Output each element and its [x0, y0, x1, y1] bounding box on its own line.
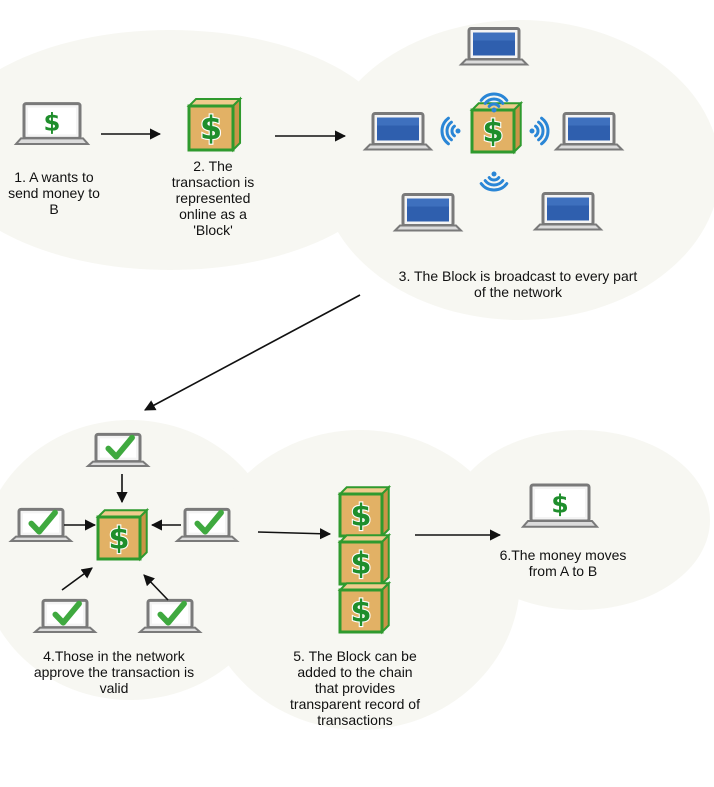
network-laptop-icon: [392, 193, 464, 232]
network-laptop-icon: [532, 192, 604, 231]
broadcast-block-icon: $: [469, 100, 524, 155]
dollar-sign-icon: $: [482, 115, 503, 150]
approver-laptop-icon: [85, 432, 151, 468]
dollar-sign-icon: $: [551, 490, 569, 519]
chain-block-icon: $: [337, 580, 392, 635]
step-1-label: 1. A wants to send money to B: [8, 169, 100, 217]
arrow-icon: [61, 567, 93, 591]
dollar-sign-icon: $: [350, 499, 371, 534]
checkmark-icon: [157, 600, 187, 626]
validated-block-icon: $: [95, 507, 150, 562]
dollar-sign-icon: $: [350, 547, 371, 582]
arrow-icon: [143, 574, 169, 601]
wifi-signal-icon: [440, 116, 461, 146]
chain-block-icon: $: [337, 532, 392, 587]
receiver-laptop-icon: $: [520, 483, 600, 528]
approver-laptop-icon: [32, 598, 98, 634]
network-laptop-icon: [458, 27, 530, 66]
dollar-sign-icon: $: [44, 108, 61, 137]
wifi-signal-icon: [479, 92, 509, 113]
checkmark-icon: [194, 509, 224, 535]
blockchain-icon: $ $ $: [337, 484, 392, 635]
step-2-label: 2. The transaction is represented online…: [171, 158, 255, 238]
step-4-label: 4.Those in the network approve the trans…: [33, 648, 195, 696]
approver-laptop-icon: [174, 507, 240, 543]
step-5-label: 5. The Block can be added to the chain t…: [290, 648, 420, 728]
background-blob: [320, 20, 714, 320]
dollar-sign-icon: $: [108, 522, 129, 557]
chain-block-icon: $: [337, 484, 392, 539]
step-3-label: 3. The Block is broadcast to every part …: [398, 268, 638, 300]
network-laptop-icon: [553, 112, 625, 151]
network-laptop-icon: [362, 112, 434, 151]
transaction-block-icon: $: [186, 96, 243, 153]
wifi-signal-icon: [479, 171, 509, 192]
checkmark-icon: [52, 600, 82, 626]
arrow-icon: [144, 294, 361, 411]
approver-laptop-icon: [8, 507, 74, 543]
checkmark-icon: [105, 434, 135, 460]
sender-laptop-icon: $: [13, 102, 91, 145]
wifi-signal-icon: [529, 116, 550, 146]
checkmark-icon: [28, 509, 58, 535]
step-6-label: 6.The money moves from A to B: [499, 547, 627, 579]
arrow-icon: [257, 528, 332, 540]
dollar-sign-icon: $: [350, 595, 371, 630]
dollar-sign-icon: $: [200, 111, 222, 147]
approver-laptop-icon: [137, 598, 203, 634]
